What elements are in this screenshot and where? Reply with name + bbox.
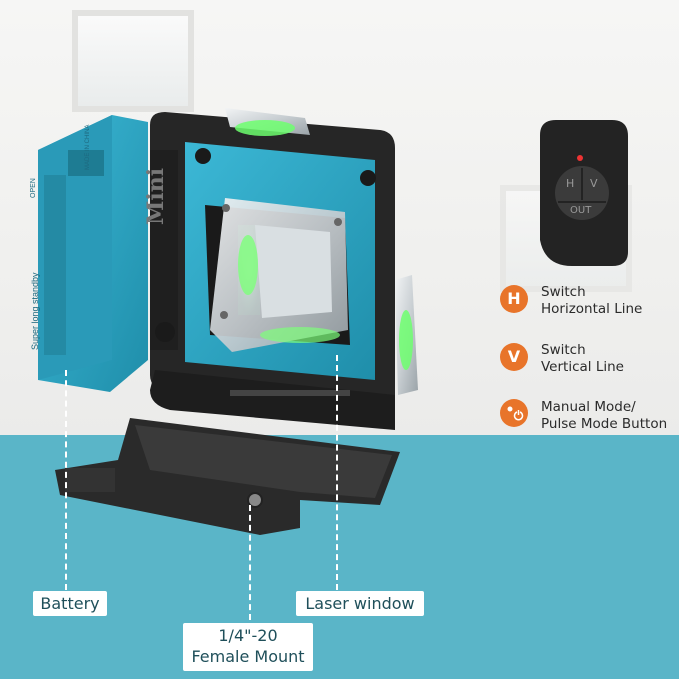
legend-h-line1: Switch [541, 284, 586, 300]
mount-leader-line [249, 505, 251, 620]
laser-window-leader-line [336, 355, 338, 590]
remote-button-h: H [566, 177, 575, 190]
h-badge-icon: H [500, 285, 528, 313]
remote-button-out: OUT [570, 205, 592, 216]
battery-label-text: Battery [40, 594, 100, 613]
mount-label-line1: 1/4"-20 [218, 626, 278, 645]
brand-mark: Mini [143, 167, 169, 225]
background-window-left [72, 10, 194, 112]
mount-label: 1/4"-20 Female Mount [183, 623, 313, 671]
laser-window-label-text: Laser window [305, 594, 415, 613]
legend-mode-line2: Pulse Mode Button [541, 416, 668, 432]
mounting-base [55, 418, 400, 535]
battery-open-text: OPEN [30, 178, 37, 198]
v-badge-icon: V [500, 343, 528, 371]
legend-v-line2: Vertical Line [541, 359, 624, 375]
made-in-text: MADE IN CHINA [85, 124, 91, 170]
legend-item-mode: Manual Mode/ Pulse Mode Button [541, 399, 667, 433]
legend-v-line1: Switch [541, 342, 586, 358]
mode-button-icon [500, 399, 528, 427]
legend-item-v: Switch Vertical Line [541, 342, 624, 376]
battery-printed-text: Super long standby [30, 272, 40, 350]
legend-h-line2: Horizontal Line [541, 301, 643, 317]
laser-window-label: Laser window [296, 591, 424, 616]
legend-item-h: Switch Horizontal Line [541, 284, 642, 318]
remote-control [540, 120, 628, 266]
legend-mode-line1: Manual Mode/ [541, 399, 636, 415]
laser-window-front [205, 198, 350, 352]
power-mode-icon [501, 400, 527, 426]
battery-pack [38, 115, 148, 392]
mount-label-line2: Female Mount [191, 647, 305, 666]
laser-window-side [395, 275, 418, 395]
laser-window-top [225, 108, 310, 136]
battery-leader-line [65, 370, 67, 590]
battery-label: Battery [33, 591, 107, 616]
remote-button-v: V [590, 177, 598, 190]
